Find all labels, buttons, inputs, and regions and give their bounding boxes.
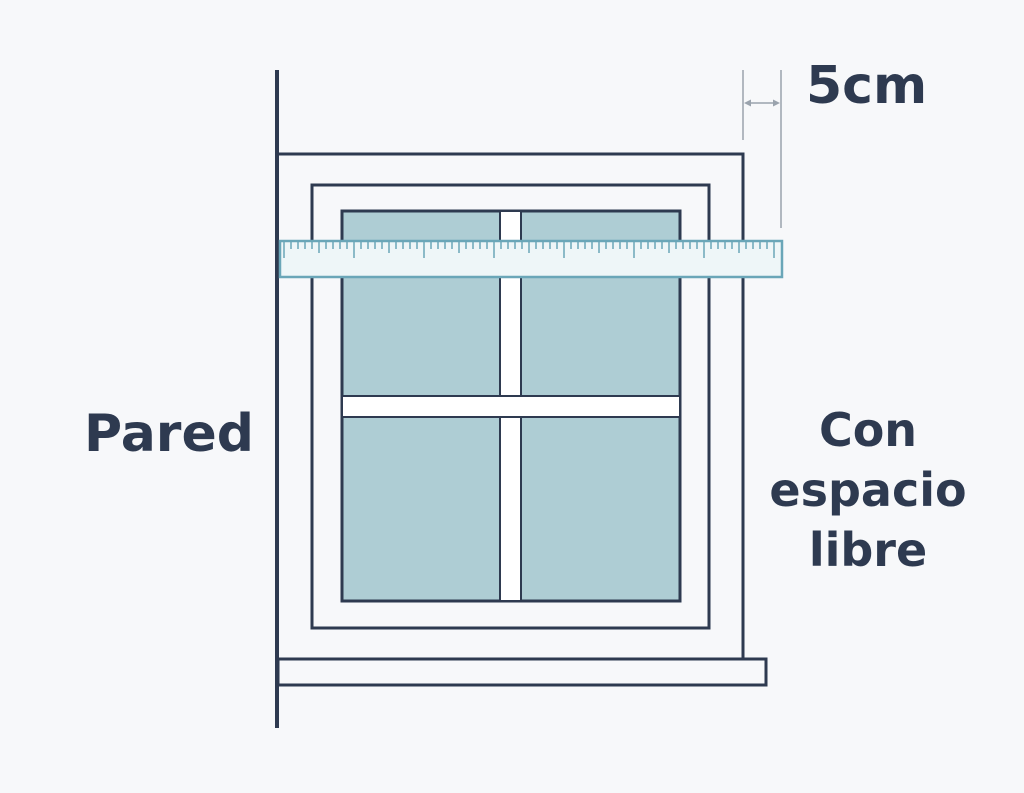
mullion-cross bbox=[501, 397, 520, 416]
clearance-label-line: Con bbox=[818, 403, 918, 457]
clearance-label: Con espacio libre bbox=[760, 400, 976, 580]
dimension-arrowhead-right bbox=[773, 99, 780, 107]
ruler-body bbox=[278, 239, 784, 279]
outer-window-frame bbox=[277, 152, 745, 659]
inner-window-frame bbox=[310, 183, 711, 630]
dimension-arrowhead-left bbox=[744, 99, 751, 107]
wall-label: Pared bbox=[84, 404, 254, 464]
ruler-ticks bbox=[283, 242, 775, 258]
dimension-label: 5cm bbox=[806, 56, 928, 116]
measuring-ruler bbox=[278, 239, 784, 279]
window-sill bbox=[276, 657, 768, 687]
clearance-label-line: espacio bbox=[769, 463, 967, 517]
clearance-label-line: libre bbox=[808, 523, 928, 577]
